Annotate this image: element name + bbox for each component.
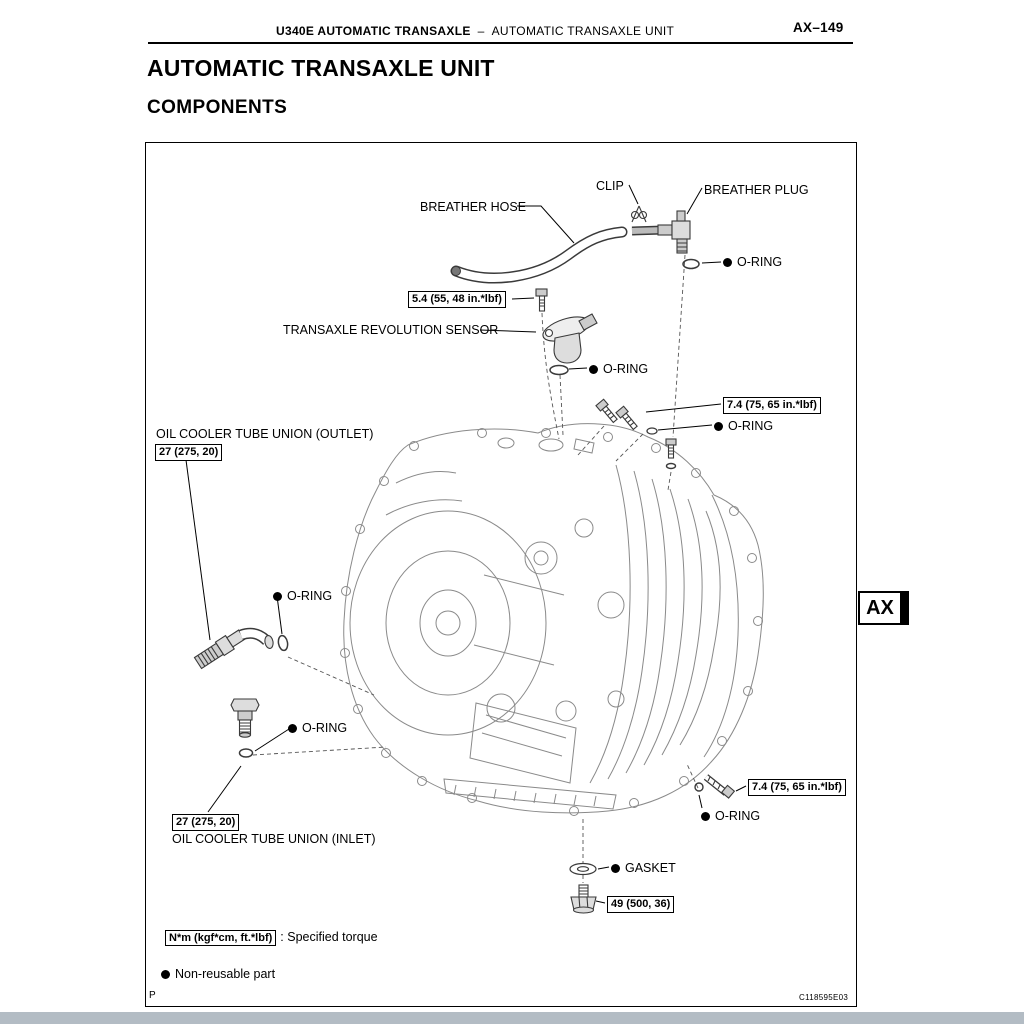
breather-plug-part [657,210,691,254]
label-gasket: GASKET [611,861,676,875]
figure-code: C118595E03 [799,993,849,1002]
label-revolution-sensor: TRANSAXLE REVOLUTION SENSOR [283,323,499,337]
label-union-outlet: OIL COOLER TUBE UNION (OUTLET) [156,427,374,441]
label-union-inlet: OIL COOLER TUBE UNION (INLET) [172,832,376,846]
label-o-ring-bolt-pair: O-RING [714,419,773,433]
non-reusable-dot [288,724,297,733]
legend-torque-desc: : Specified torque [280,930,378,944]
legend-specified-torque: N*m (kgf*cm, ft.*lbf): Specified torque [165,930,378,946]
footer-page-letter: P [149,990,156,1001]
union-bolt-part [694,774,736,799]
oil-cooler-union-outlet-part [193,627,289,670]
oil-cooler-union-inlet-part [230,698,260,758]
label-o-ring-inlet: O-RING [288,721,347,735]
bolt-pair-part [595,398,658,435]
transaxle-exploded-drawing [185,184,764,914]
label-breather-hose: BREATHER HOSE [420,200,527,214]
transaxle-body [340,423,764,816]
non-reusable-dot [273,592,282,601]
non-reusable-dot [161,970,170,979]
clip-part [630,205,648,223]
case-bolt-part [665,438,677,470]
page-title: AUTOMATIC TRANSAXLE UNIT [147,55,495,81]
label-o-ring-sensor: O-RING [589,362,648,376]
non-reusable-dot [714,422,723,431]
section-title: COMPONENTS [147,97,288,118]
label-clip: CLIP [596,179,624,193]
non-reusable-dot [589,365,598,374]
o-ring-sensor-part [549,364,569,376]
non-reusable-dot [701,812,710,821]
torque-spec-union-inlet: 27 (275, 20) [172,814,240,831]
label-o-ring-breather: O-RING [723,255,782,269]
legend-non-reusable-text: Non-reusable part [175,967,276,981]
revolution-sensor-part [542,313,598,364]
o-ring-breather-part [682,258,700,270]
header-rule [148,42,853,44]
callout-leader-lines [185,184,747,904]
assembly-guide-lines [252,254,699,883]
components-figure-frame: CLIP BREATHER PLUG BREATHER HOSE O-RING … [145,142,857,1007]
breadcrumb-doc-title: U340E AUTOMATIC TRANSAXLE [276,24,471,38]
legend-torque-unit-box: N*m (kgf*cm, ft.*lbf) [165,930,277,946]
breadcrumb-separator: – [477,24,485,38]
torque-spec-sensor-bolt: 5.4 (55, 48 in.*lbf) [408,291,506,308]
legend-non-reusable: Non-reusable part [161,967,275,981]
torque-spec-union-outlet: 27 (275, 20) [155,444,223,461]
drain-plug-part [570,884,597,914]
section-edge-tab-label: AX [866,596,894,619]
page-bottom-edge [0,1012,1024,1024]
non-reusable-dot [611,864,620,873]
torque-spec-bolt-pair: 7.4 (75, 65 in.*lbf) [723,397,821,414]
non-reusable-dot [723,258,732,267]
page-number: AX–149 [793,20,844,35]
breadcrumb-section: AUTOMATIC TRANSAXLE UNIT [491,24,675,38]
label-o-ring-outlet: O-RING [273,589,332,603]
label-o-ring-union-bolt: O-RING [701,809,760,823]
breather-hose-part [450,225,665,284]
gasket-part [569,862,597,876]
torque-spec-union-bolt: 7.4 (75, 65 in.*lbf) [748,779,846,796]
breadcrumb: U340E AUTOMATIC TRANSAXLE–AUTOMATIC TRAN… [276,24,674,38]
torque-spec-drain-plug: 49 (500, 36) [607,896,675,913]
sensor-bolt-part [535,288,548,312]
section-edge-tab: AX [858,591,909,625]
label-breather-plug: BREATHER PLUG [704,183,809,197]
